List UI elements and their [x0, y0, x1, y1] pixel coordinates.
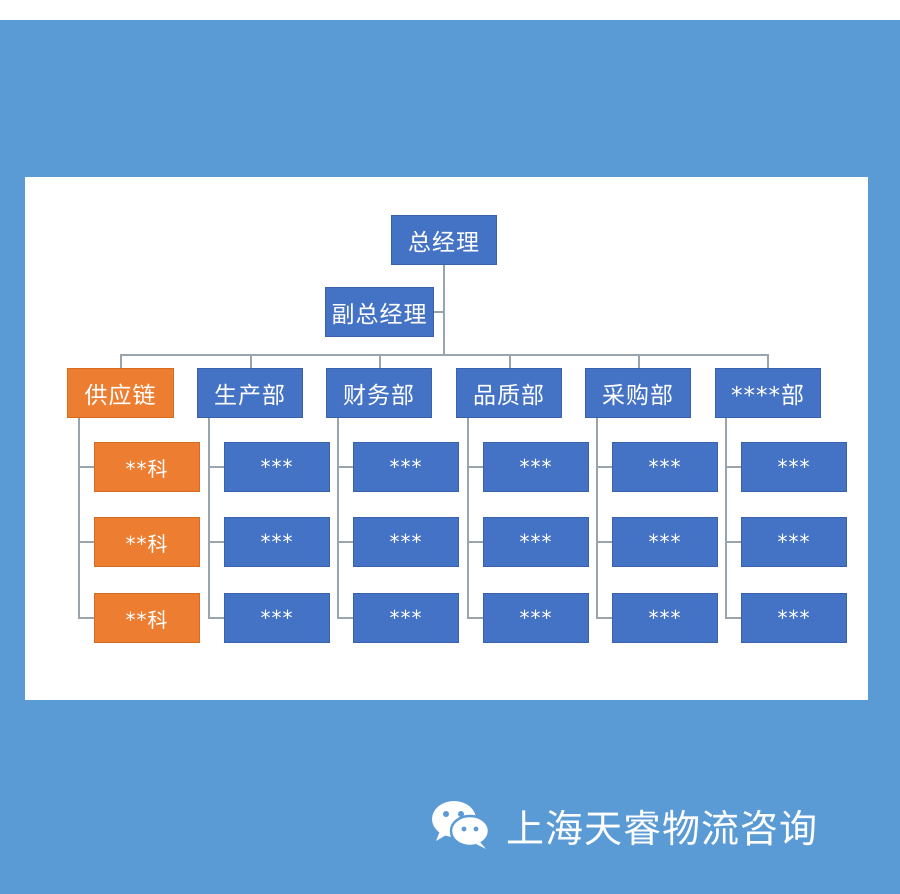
vice-ceo-box: 副总经理 [325, 287, 434, 337]
dept-drop-2 [379, 354, 381, 368]
dept-box-other: ****部 [715, 368, 821, 418]
child-rail-5 [725, 417, 727, 619]
dept-box-purchasing: 采购部 [585, 368, 691, 418]
child-box: *** [741, 442, 847, 492]
dept-drop-0 [120, 354, 122, 368]
child-stub [725, 617, 741, 619]
child-stub [337, 541, 353, 543]
child-box: *** [483, 442, 589, 492]
child-rail-4 [596, 417, 598, 619]
child-stub [725, 466, 741, 468]
child-stub [78, 466, 94, 468]
dept-box-production: 生产部 [197, 368, 303, 418]
child-box: *** [741, 517, 847, 567]
child-stub [337, 466, 353, 468]
child-rail-2 [337, 417, 339, 619]
child-rail-3 [467, 417, 469, 619]
child-stub [596, 466, 612, 468]
child-box: **科 [94, 442, 200, 492]
ceo-box: 总经理 [391, 215, 497, 265]
dept-drop-4 [638, 354, 640, 368]
dept-box-supply-chain: 供应链 [67, 368, 174, 418]
vice-connector-line [434, 311, 444, 313]
child-stub [725, 541, 741, 543]
dept-drop-5 [767, 354, 769, 368]
child-box: *** [353, 517, 459, 567]
child-box: *** [483, 517, 589, 567]
watermark-text: 上海天睿物流咨询 [506, 806, 819, 851]
child-box: *** [353, 593, 459, 643]
ceo-trunk-line [443, 265, 445, 356]
child-box: *** [224, 517, 330, 567]
child-stub [467, 541, 483, 543]
child-stub [337, 617, 353, 619]
child-stub [208, 617, 224, 619]
child-stub [208, 466, 224, 468]
child-box: *** [353, 442, 459, 492]
child-box: *** [741, 593, 847, 643]
child-box: *** [224, 593, 330, 643]
child-box: *** [612, 593, 718, 643]
child-stub [467, 466, 483, 468]
dept-box-quality: 品质部 [456, 368, 562, 418]
child-box: **科 [94, 593, 200, 643]
dept-drop-1 [250, 354, 252, 368]
org-chart-panel: 总经理 副总经理 供应链 生产部 财务部 品质部 采购部 ****部 **科 *… [25, 177, 868, 700]
child-box: *** [612, 517, 718, 567]
child-stub [596, 617, 612, 619]
child-box: *** [224, 442, 330, 492]
top-white-band [0, 0, 900, 20]
child-rail-0 [78, 417, 80, 619]
child-box: *** [612, 442, 718, 492]
child-stub [596, 541, 612, 543]
child-stub [78, 541, 94, 543]
dept-bus-line [120, 354, 769, 356]
child-stub [467, 617, 483, 619]
wechat-icon [432, 801, 491, 849]
child-rail-1 [208, 417, 210, 619]
watermark: 上海天睿物流咨询 [430, 795, 818, 855]
child-stub [208, 541, 224, 543]
dept-box-finance: 财务部 [326, 368, 432, 418]
child-stub [78, 617, 94, 619]
child-box: *** [483, 593, 589, 643]
dept-drop-3 [509, 354, 511, 368]
child-box: **科 [94, 517, 200, 567]
